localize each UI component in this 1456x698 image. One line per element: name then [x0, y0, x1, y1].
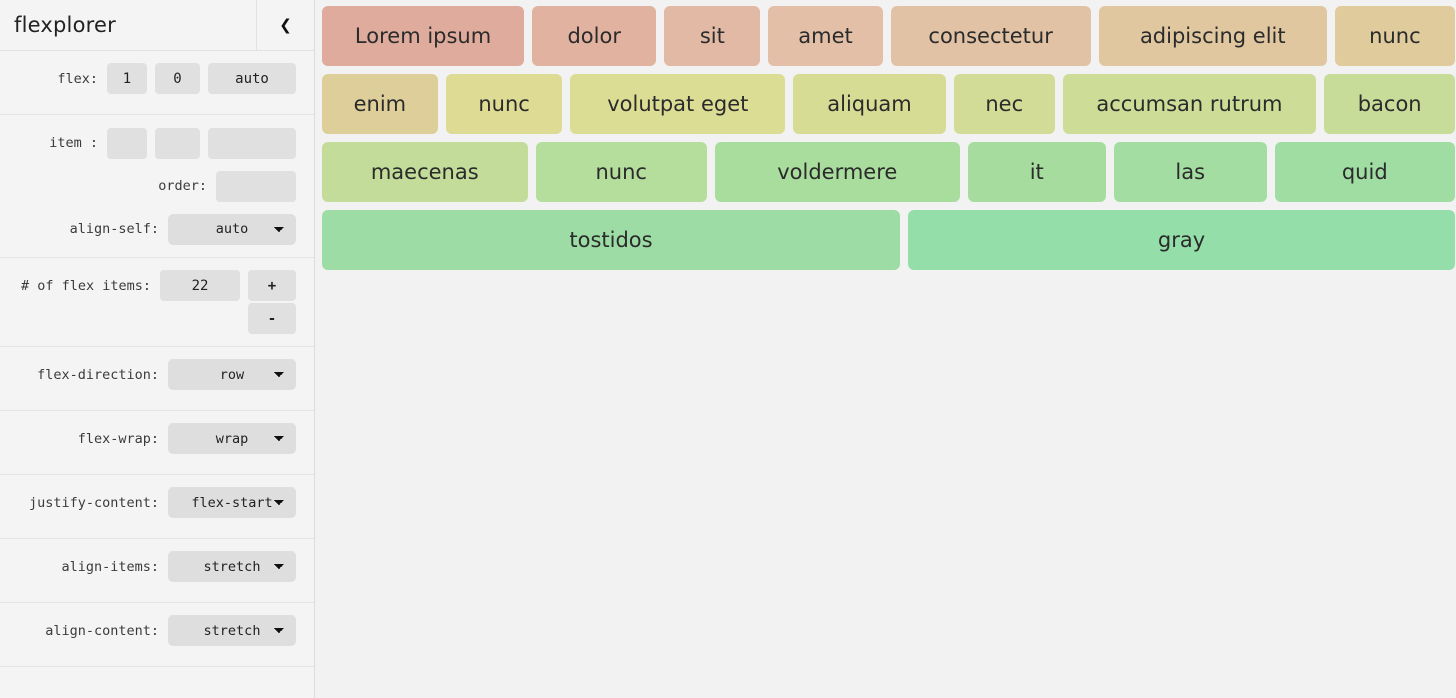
- item-basis-input[interactable]: [208, 127, 296, 159]
- flex-wrap-select[interactable]: nowrapwrapwrap-reverse: [168, 423, 296, 454]
- flex-item-label: adipiscing elit: [1139, 24, 1286, 48]
- align-content-select[interactable]: stretchflex-startflex-endcenterspace-bet…: [168, 615, 296, 646]
- flex-item[interactable]: las: [1114, 142, 1267, 202]
- flex-item-label: maecenas: [370, 160, 479, 184]
- flex-item[interactable]: nunc: [445, 74, 563, 134]
- item-label: item :: [49, 135, 98, 151]
- flex-item[interactable]: enim: [322, 74, 438, 134]
- flex-direction-label: flex-direction:: [37, 367, 159, 383]
- flex-item[interactable]: dolor: [532, 6, 657, 66]
- flex-item-label: gray: [1157, 228, 1206, 252]
- flex-item-label: quid: [1341, 160, 1388, 184]
- flex-item[interactable]: quid: [1274, 142, 1455, 202]
- flex-item-count-stepper: + -: [248, 270, 296, 334]
- flex-item-count-controls: + -: [160, 270, 296, 334]
- item-flex-controls: [107, 127, 296, 159]
- flex-item-label: aliquam: [827, 92, 912, 116]
- flex-item-label: nec: [985, 92, 1024, 116]
- flex-item[interactable]: gray: [908, 210, 1455, 270]
- flex-item-label: it: [1029, 160, 1044, 184]
- flex-shrink-input[interactable]: [155, 63, 200, 94]
- flex-item[interactable]: consectetur: [890, 6, 1091, 66]
- flex-item[interactable]: adipiscing elit: [1098, 6, 1327, 66]
- flex-item-label: amet: [798, 24, 853, 48]
- flex-item[interactable]: nunc: [1334, 6, 1455, 66]
- flex-direction-row: flex-direction: rowrow-reversecolumncolu…: [0, 347, 314, 411]
- flex-grow-input[interactable]: [107, 63, 147, 94]
- item-order-line: order:: [158, 170, 296, 202]
- justify-content-select[interactable]: flex-startflex-endcenterspace-betweenspa…: [168, 487, 296, 518]
- align-content-label: align-content:: [45, 623, 159, 639]
- item-properties-group: item : order: align-self: autoflex-start…: [49, 127, 296, 245]
- flex-preview-area: Lorem ipsum dolor sit amet consectetur adipis…: [315, 0, 1456, 698]
- flex-item[interactable]: sit: [664, 6, 761, 66]
- flex-item-label: voldermere: [777, 160, 898, 184]
- flex-item[interactable]: volutpat eget: [570, 74, 786, 134]
- flex-item-label: nunc: [595, 160, 647, 184]
- flex-shorthand-controls: [107, 63, 296, 94]
- flex-item-label: enim: [353, 92, 407, 116]
- item-align-self-line: align-self: autoflex-startflex-endcenter…: [70, 213, 296, 245]
- flex-item-label: volutpat eget: [607, 92, 749, 116]
- sidebar-header: flexplorer ❮: [0, 0, 314, 51]
- flex-container: Lorem ipsum dolor sit amet consectetur adipis…: [322, 6, 1456, 278]
- flex-direction-select[interactable]: rowrow-reversecolumncolumn-reverse: [168, 359, 296, 390]
- flex-item[interactable]: amet: [768, 6, 883, 66]
- flex-item-label: Lorem ipsum: [354, 24, 492, 48]
- controls-sidebar: flexplorer ❮ flex: item :: [0, 0, 315, 698]
- item-properties-row: item : order: align-self: autoflex-start…: [0, 115, 314, 258]
- flex-item[interactable]: maecenas: [322, 142, 528, 202]
- order-input[interactable]: [216, 170, 296, 202]
- flex-item[interactable]: accumsan rutrum: [1062, 74, 1317, 134]
- flex-item[interactable]: voldermere: [715, 142, 960, 202]
- flex-basis-input[interactable]: [208, 63, 296, 94]
- flex-item[interactable]: aliquam: [793, 74, 946, 134]
- align-self-label: align-self:: [69, 221, 159, 237]
- flex-item-label: nunc: [1369, 24, 1421, 48]
- flex-item[interactable]: it: [967, 142, 1106, 202]
- flex-item-label: dolor: [567, 24, 621, 48]
- flex-item-label: accumsan rutrum: [1096, 92, 1283, 116]
- align-items-row: align-items: stretchflex-startflex-endce…: [0, 539, 314, 603]
- flex-item[interactable]: bacon: [1324, 74, 1456, 134]
- sidebar-collapse-button[interactable]: ❮: [256, 0, 314, 50]
- flex-item-label: consectetur: [928, 24, 1053, 48]
- align-items-label: align-items:: [61, 559, 159, 575]
- flex-item-label: las: [1175, 160, 1206, 184]
- flex-wrap-row: flex-wrap: nowrapwrapwrap-reverse: [0, 411, 314, 475]
- flex-item[interactable]: Lorem ipsum: [322, 6, 525, 66]
- flex-item[interactable]: nunc: [535, 142, 707, 202]
- order-label: order:: [158, 178, 207, 194]
- flex-item-count-row: # of flex items: + -: [0, 258, 314, 347]
- justify-content-label: justify-content:: [28, 495, 159, 511]
- flex-item-count-input[interactable]: [160, 270, 240, 301]
- flex-item-label: tostidos: [569, 228, 653, 252]
- item-shrink-input[interactable]: [155, 127, 200, 159]
- item-flex-line: item :: [49, 127, 296, 159]
- align-content-row: align-content: stretchflex-startflex-end…: [0, 603, 314, 667]
- align-self-select[interactable]: autoflex-startflex-endcenterbaselinestre…: [168, 213, 296, 245]
- flex-item-label: sit: [699, 24, 725, 48]
- item-grow-input[interactable]: [107, 127, 147, 159]
- app-title: flexplorer: [14, 13, 116, 37]
- flex-item[interactable]: nec: [953, 74, 1055, 134]
- flex-item[interactable]: tostidos: [322, 210, 900, 270]
- chevron-left-icon: ❮: [279, 16, 292, 34]
- increment-button[interactable]: +: [248, 270, 296, 301]
- flex-item-count-label: # of flex items:: [20, 278, 151, 294]
- align-items-select[interactable]: stretchflex-startflex-endcenterbaseline: [168, 551, 296, 582]
- flex-wrap-label: flex-wrap:: [77, 431, 159, 447]
- flex-shorthand-row: flex:: [0, 51, 314, 115]
- flex-label: flex:: [57, 71, 98, 87]
- decrement-button[interactable]: -: [248, 303, 296, 334]
- flex-item-label: bacon: [1357, 92, 1422, 116]
- flex-item-label: nunc: [478, 92, 530, 116]
- justify-content-row: justify-content: flex-startflex-endcente…: [0, 475, 314, 539]
